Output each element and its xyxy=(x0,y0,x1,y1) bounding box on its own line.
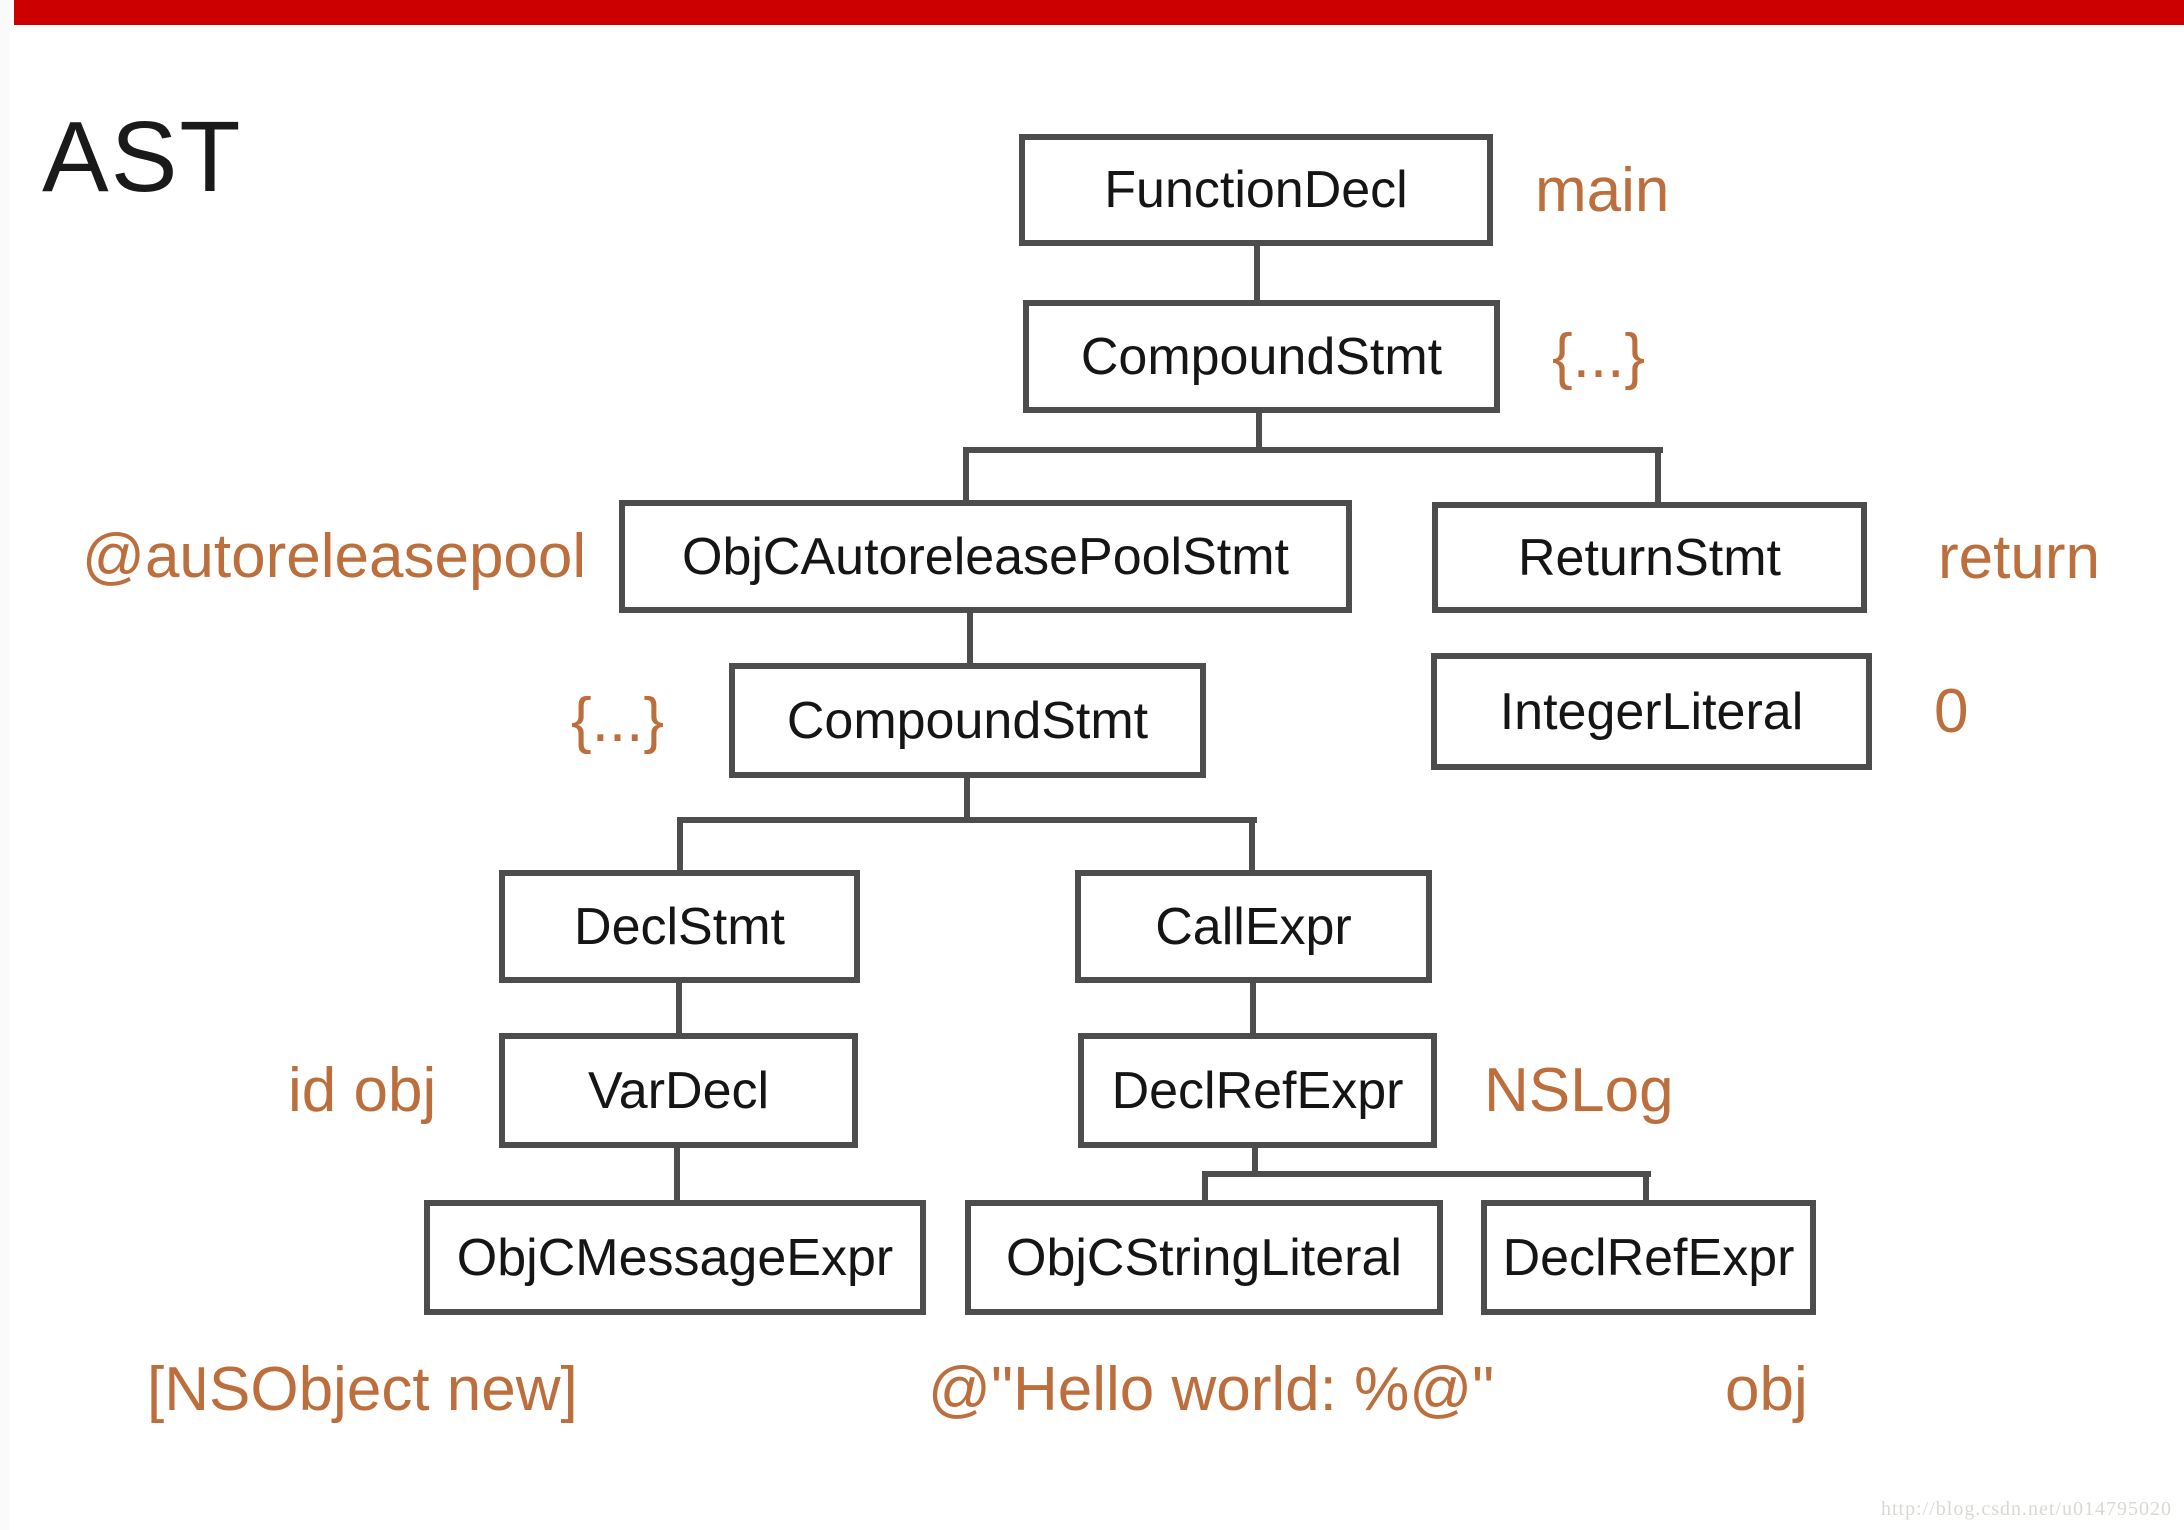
annotation-hello-world: @"Hello world: %@" xyxy=(928,1355,1495,1424)
node-declstmt: DeclStmt xyxy=(499,870,860,983)
node-integerliteral: IntegerLiteral xyxy=(1431,653,1872,770)
connector-declrefexpr-rail3 xyxy=(1252,1148,1258,1177)
node-declrefexpr-nslog: DeclRefExpr xyxy=(1078,1033,1437,1148)
node-callexpr: CallExpr xyxy=(1075,870,1432,983)
connector-rail1-autoreleasepool xyxy=(963,447,969,500)
annotation-return: return xyxy=(1938,523,2100,592)
connector-compoundstmt2-rail2 xyxy=(964,778,970,823)
connector-rail1-returnstmt xyxy=(1655,447,1661,502)
node-returnstmt: ReturnStmt xyxy=(1432,502,1867,613)
annotation-zero: 0 xyxy=(1934,677,1969,746)
connector-rail2-callexpr xyxy=(1249,817,1255,870)
connector-rail1 xyxy=(963,447,1663,453)
left-edge-shade xyxy=(0,0,10,1530)
annotation-obj: obj xyxy=(1725,1355,1808,1424)
annotation-braces-outer: {...} xyxy=(1552,322,1646,391)
node-functiondecl: FunctionDecl xyxy=(1019,134,1493,246)
page-title: AST xyxy=(42,101,243,213)
node-compoundstmt-inner: CompoundStmt xyxy=(729,663,1206,778)
node-vardecl: VarDecl xyxy=(499,1033,858,1148)
connector-compoundstmt-rail1 xyxy=(1256,413,1262,453)
connector-autoreleasepool-compoundstmt2 xyxy=(967,613,973,663)
annotation-main: main xyxy=(1535,156,1670,225)
annotation-autoreleasepool: @autoreleasepool xyxy=(82,522,587,591)
annotation-nsobject-new: [NSObject new] xyxy=(147,1355,578,1424)
connector-rail3 xyxy=(1202,1171,1651,1177)
node-objcstringliteral: ObjCStringLiteral xyxy=(965,1200,1443,1315)
connector-rail2-declstmt xyxy=(677,817,683,870)
connector-vardecl-objcmessageexpr xyxy=(674,1148,680,1200)
node-objcautoreleasepoolstmt: ObjCAutoreleasePoolStmt xyxy=(619,500,1352,613)
connector-rail2 xyxy=(677,817,1257,823)
annotation-nslog: NSLog xyxy=(1484,1056,1674,1125)
csdn-watermark: http://blog.csdn.net/u014795020 xyxy=(1881,1498,2172,1520)
connector-functiondecl-compoundstmt xyxy=(1254,246,1260,300)
node-declrefexpr-obj: DeclRefExpr xyxy=(1481,1200,1816,1315)
connector-declstmt-vardecl xyxy=(676,983,682,1033)
connector-rail3-objcstringliteral xyxy=(1202,1171,1208,1200)
node-compoundstmt-outer: CompoundStmt xyxy=(1023,300,1500,413)
annotation-braces-inner: {...} xyxy=(571,686,665,755)
annotation-id-obj: id obj xyxy=(288,1056,437,1125)
top-red-accent-bar xyxy=(14,0,2184,25)
connector-rail3-declrefexpr2 xyxy=(1643,1171,1649,1200)
node-objcmessageexpr: ObjCMessageExpr xyxy=(424,1200,926,1315)
connector-callexpr-declrefexpr xyxy=(1250,983,1256,1033)
